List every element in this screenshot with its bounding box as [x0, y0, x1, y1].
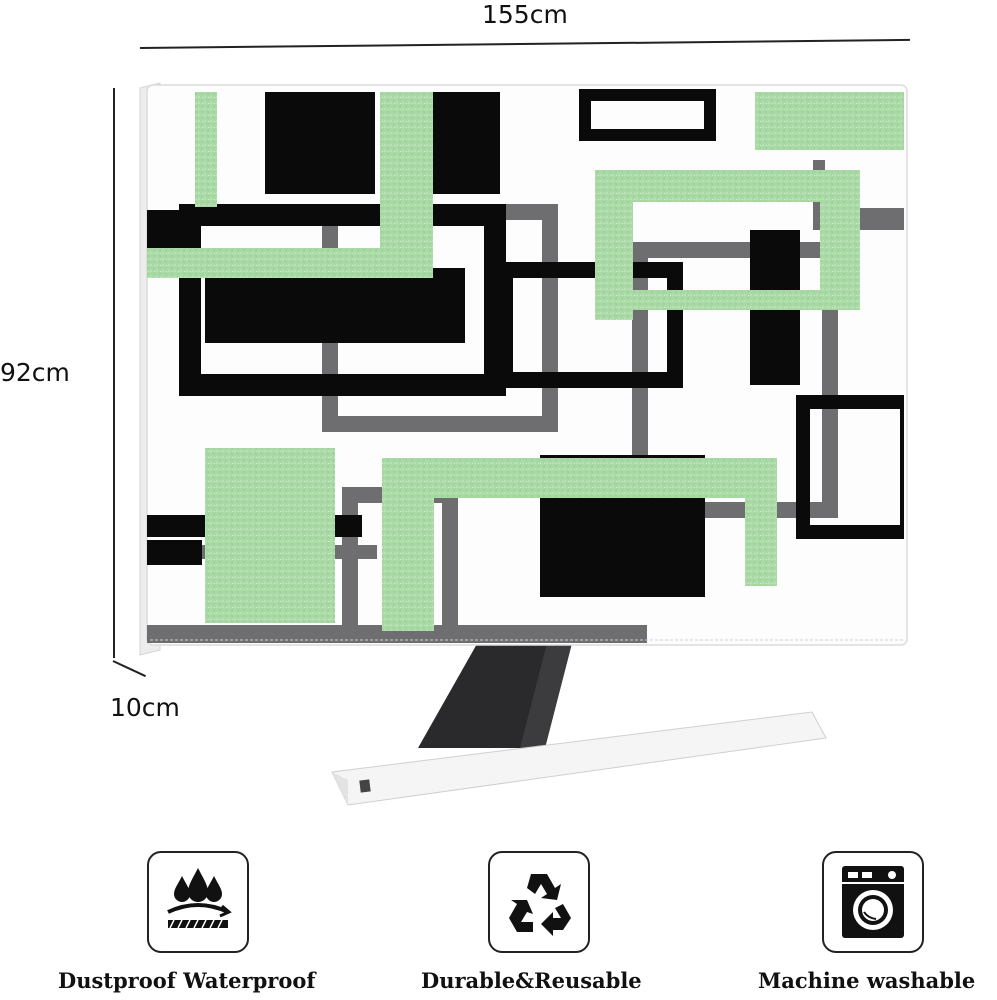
monitor-stand-neck-highlight: [520, 612, 580, 748]
washing-machine-icon: [842, 866, 904, 938]
geometric-print: [147, 89, 904, 643]
depth-dimension-label: 10cm: [110, 693, 180, 722]
height-dimension-label: 92cm: [0, 358, 70, 387]
water-drops-icon: [167, 868, 232, 929]
machine-washable-badge: [822, 851, 924, 953]
durable-reusable-badge: [488, 851, 590, 953]
stand-logo: [359, 779, 371, 793]
machine-washable-label: Machine washable: [758, 968, 976, 993]
height-dimension-line: [113, 88, 115, 658]
monitor-stand-base: [331, 711, 827, 806]
dustproof-waterproof-badge: [147, 851, 249, 953]
recycle-icon: [509, 874, 571, 936]
width-dimension-label: 155cm: [482, 0, 568, 29]
dustproof-waterproof-label: Dustproof Waterproof: [58, 968, 316, 993]
durable-reusable-label: Durable&Reusable: [421, 968, 642, 993]
monitor-stand-base-front: [332, 772, 348, 805]
